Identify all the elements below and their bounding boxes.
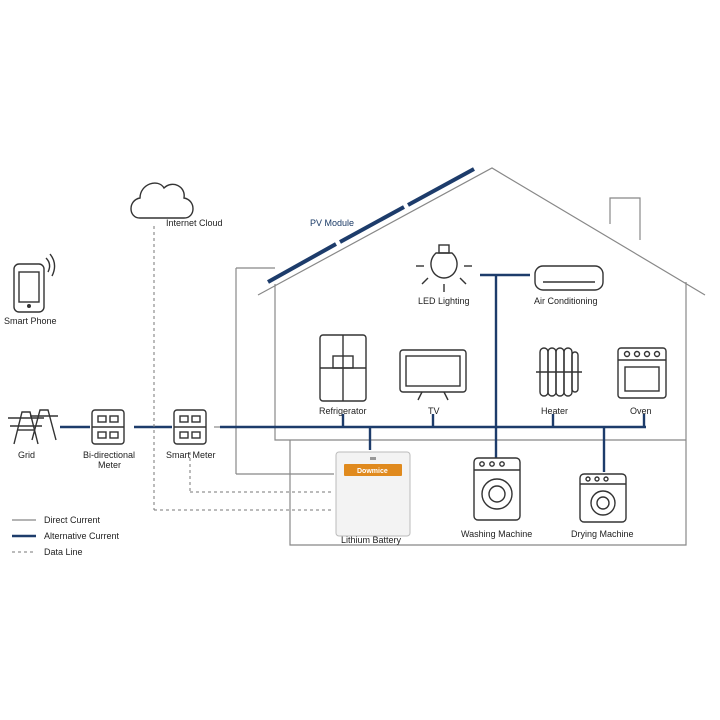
legend-direct-current: Direct Current [44, 515, 101, 525]
pv-module-label: PV Module [310, 218, 354, 228]
lithium-battery-icon: Dowmice [335, 451, 411, 537]
tv-label: TV [428, 406, 440, 416]
cloud-icon [130, 182, 194, 219]
heater-label: Heater [541, 406, 568, 416]
smart-phone-icon [13, 253, 56, 313]
ac-lines [60, 273, 646, 472]
refrigerator-label: Refrigerator [319, 406, 367, 416]
oven-icon [617, 347, 667, 399]
data-lines [153, 226, 334, 511]
smart-phone-label: Smart Phone [4, 316, 57, 326]
battery-label: Lithium Battery [341, 535, 402, 545]
air-conditioning-label: Air Conditioning [534, 296, 598, 306]
drying-machine-label: Drying Machine [571, 529, 634, 539]
led-lighting-icon [416, 244, 472, 292]
smart-meter-icon [173, 409, 207, 445]
grid-tower-icon [8, 409, 58, 445]
house-outline [235, 167, 706, 546]
bidirectional-meter-icon [91, 409, 125, 445]
battery-brand-label: Dowmice [357, 468, 388, 475]
grid-label: Grid [18, 450, 35, 460]
led-lighting-label: LED Lighting [418, 296, 470, 306]
heater-icon [536, 347, 582, 397]
bidirectional-meter-label-line2: Meter [98, 460, 121, 470]
pv-module-icon [267, 167, 475, 284]
drying-machine-icon [579, 473, 627, 523]
legend-alternative-current: Alternative Current [44, 531, 120, 541]
refrigerator-icon [319, 334, 367, 402]
internet-cloud-label: Internet Cloud [166, 218, 223, 228]
washing-machine-label: Washing Machine [461, 529, 532, 539]
legend: Direct Current Alternative Current Data … [12, 515, 120, 557]
dc-lines [214, 426, 334, 475]
bidirectional-meter-label-line1: Bi-directional [83, 450, 135, 460]
air-conditioning-icon [534, 265, 604, 291]
smart-meter-label: Smart Meter [166, 450, 216, 460]
washing-machine-icon [473, 457, 521, 521]
oven-label: Oven [630, 406, 652, 416]
tv-icon [399, 349, 467, 401]
legend-data-line: Data Line [44, 547, 83, 557]
